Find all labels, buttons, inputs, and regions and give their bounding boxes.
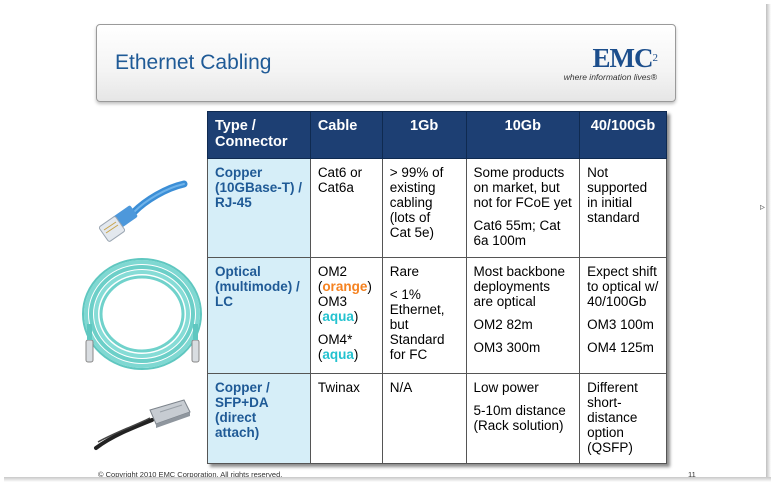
row-copper-rj45-type: Copper (10GBase-T) / RJ-45: [207, 158, 311, 258]
header-cable: Cable: [309, 111, 383, 159]
slide-edge-shadow: [766, 4, 771, 482]
table-row: Copper (10GBase-T) / RJ-45 Cat6 or Cat6a…: [207, 158, 667, 258]
row-copper-sfpda-40-100gb: Different short- distance option (QSFP): [579, 373, 667, 464]
row-copper-rj45-1gb: > 99% of existing cabling (lots of Cat 5…: [381, 158, 467, 258]
orange-label: orange: [322, 279, 368, 294]
aqua-label: aqua: [322, 347, 354, 362]
fiber-cable-image: [82, 258, 202, 370]
table-row: Optical (multimode) / LC OM2 (orange) OM…: [207, 257, 667, 374]
rj45-cable-image: [98, 180, 188, 242]
row-copper-rj45-40-100gb: Not supported in initial standard: [579, 158, 667, 258]
copyright-footer: © Copyright 2010 EMC Corporation. All ri…: [98, 470, 283, 479]
row-copper-rj45-10gb: Some products on market, but not for FCo…: [465, 158, 581, 258]
page-number: 11: [688, 470, 696, 479]
emc-logo: EMC2 where information lives®: [563, 43, 658, 83]
row-copper-sfpda-1gb: N/A: [381, 373, 467, 464]
table-row: Copper / SFP+DA (direct attach) Twinax N…: [207, 373, 667, 464]
row-optical-lc-type: Optical (multimode) / LC: [207, 257, 311, 374]
cabling-table: Type / Connector Cable 1Gb 10Gb 40/100Gb…: [207, 111, 667, 464]
row-optical-lc-10gb: Most backbone deployments are optical OM…: [465, 257, 581, 374]
row-copper-sfpda-type: Copper / SFP+DA (direct attach): [207, 373, 311, 464]
header-type: Type / Connector: [207, 111, 311, 159]
row-optical-lc-cable: OM2 (orange) OM3 (aqua) OM4* (aqua): [309, 257, 383, 374]
row-copper-sfpda-cable: Twinax: [309, 373, 383, 464]
logo-brand: EMC: [592, 43, 654, 73]
slide-bottom-shadow: [4, 477, 771, 482]
row-optical-lc-1gb: Rare < 1% Ethernet, but Standard for FC: [381, 257, 467, 374]
table-header-row: Type / Connector Cable 1Gb 10Gb 40/100Gb: [207, 111, 667, 159]
twinax-cable-image: [94, 399, 191, 450]
pointer-cursor-icon: ▹: [760, 202, 766, 213]
logo-superscript: 2: [652, 52, 658, 64]
row-optical-lc-40-100gb: Expect shift to optical w/ 40/100Gb OM3 …: [579, 257, 667, 374]
logo-tagline: where information lives®: [563, 72, 657, 82]
page-title: Ethernet Cabling: [115, 51, 272, 74]
row-copper-sfpda-10gb: Low power 5-10m distance (Rack solution): [465, 373, 581, 464]
aqua-label: aqua: [322, 309, 354, 324]
header-40-100gb: 40/100Gb: [579, 111, 667, 159]
header-10gb: 10Gb: [465, 111, 581, 159]
title-bar: Ethernet Cabling EMC2 where information …: [96, 24, 676, 102]
row-copper-rj45-cable: Cat6 or Cat6a: [309, 158, 383, 258]
header-1gb: 1Gb: [381, 111, 467, 159]
